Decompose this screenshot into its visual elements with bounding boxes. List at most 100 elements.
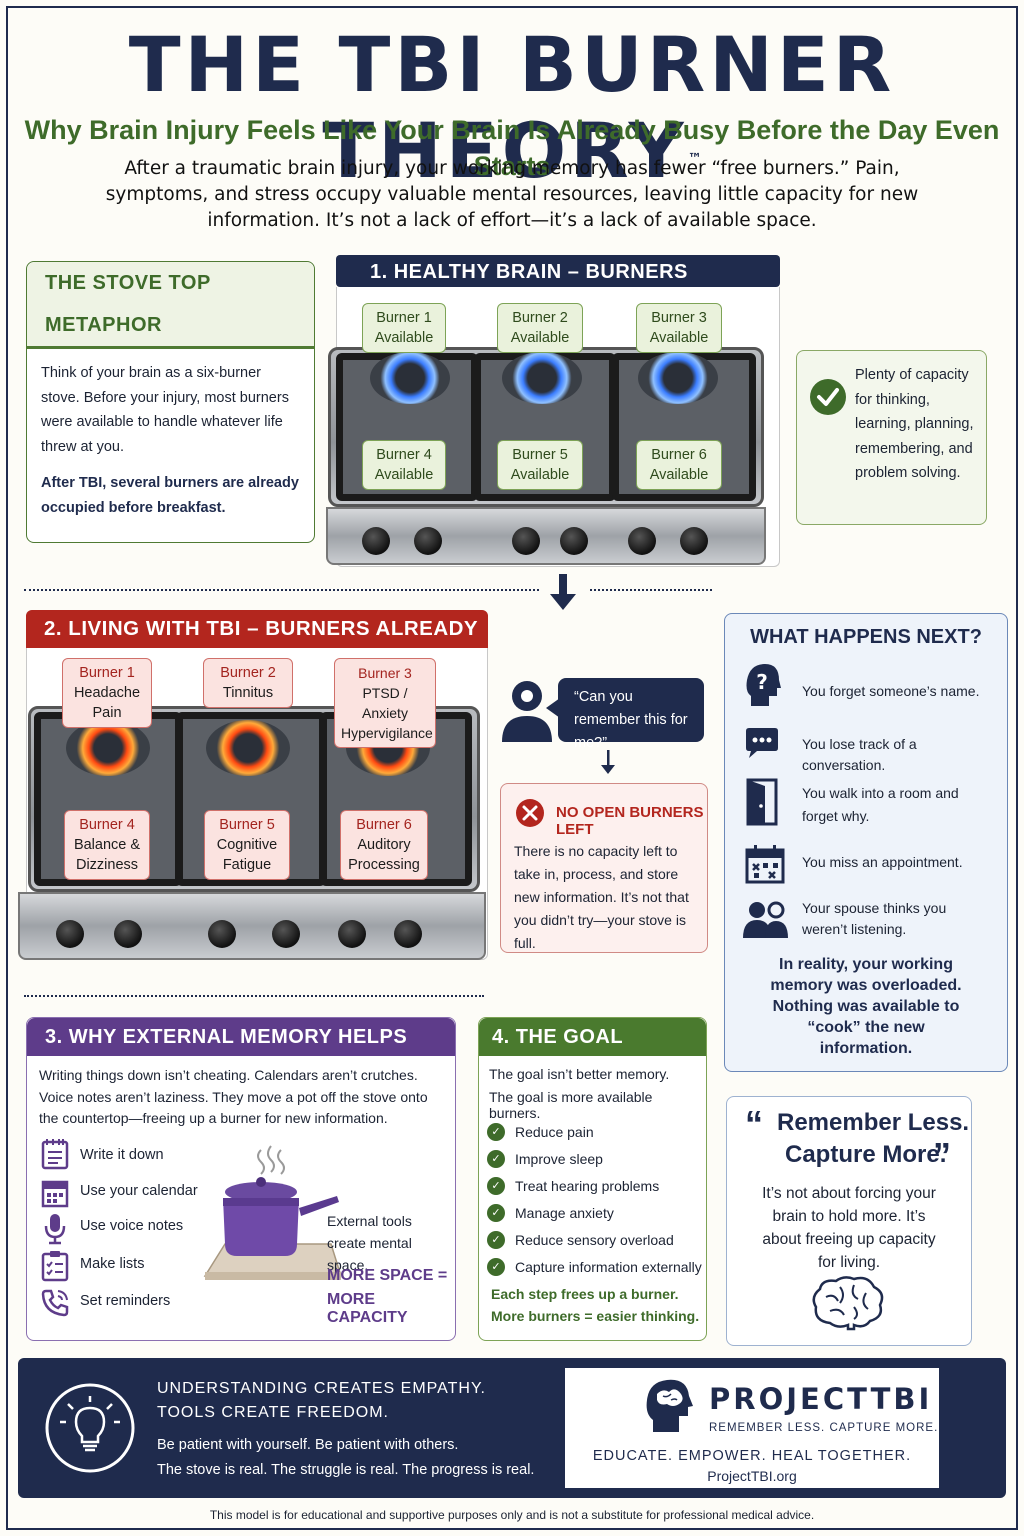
intro-text: After a traumatic brain injury, your wor… (105, 158, 919, 231)
x-circle-icon (516, 799, 544, 827)
quote-card: “ Remember Less. Capture More. ” It’s no… (726, 1096, 972, 1346)
notepad-icon (41, 1139, 69, 1170)
quote-body: It’s not about forcing your brain to hol… (762, 1185, 936, 1271)
phone-icon (41, 1289, 69, 1317)
healthy-flame-2 (502, 352, 582, 404)
no-burners-title: NO OPEN BURNERS LEFT (556, 804, 704, 838)
goal-footer-2: More burners = easier thinking. (491, 1308, 700, 1324)
divider-3 (24, 995, 484, 997)
external-tagline-2: MORE CAPACITY (327, 1291, 408, 1326)
goal-check-icon: ✓ (487, 1203, 505, 1222)
speech-tail (546, 698, 560, 718)
calendar-icon (41, 1180, 69, 1208)
checklist-icon (41, 1251, 69, 1282)
external-tagline-1: MORE SPACE = (327, 1267, 448, 1284)
page-subtitle: Why Brain Injury Feels Like Your Brain I… (24, 115, 1000, 181)
calendar-icon (745, 845, 785, 884)
goal-intro-2: The goal is more available burners. (489, 1089, 653, 1121)
metaphor-body: Think of your brain as a six-burner stov… (41, 365, 289, 455)
people-icon (743, 901, 788, 938)
goal-check-icon: ✓ (487, 1149, 505, 1168)
healthy-knob-1 (362, 527, 390, 555)
lightbulb-icon (45, 1383, 135, 1473)
external-heading: 3. WHY EXTERNAL MEMORY HELPS (27, 1018, 455, 1056)
next-item-2: You lose track of a conversation. (802, 736, 917, 773)
brand-box: PROJECTTBI REMEMBER LESS. CAPTURE MORE. … (565, 1368, 939, 1488)
brand-tagline: REMEMBER LESS. CAPTURE MORE. (709, 1422, 939, 1434)
down-arrow-small-icon (601, 750, 615, 774)
head-brain-logo-icon (646, 1379, 693, 1432)
goal-item-label: Treat hearing problems (515, 1177, 660, 1194)
page-frame (6, 6, 1018, 1530)
speech-text: “Can you remember this for me?” (574, 689, 688, 751)
down-arrow-icon (550, 574, 576, 610)
healthy-knob-5 (628, 527, 656, 555)
brand-motto: EDUCATE. EMPOWER. HEAL TOGETHER. (592, 1448, 912, 1464)
tbi-knob-6 (394, 920, 422, 948)
quote-open-mark: “ (745, 1103, 763, 1144)
next-item-3: You walk into a room and forget why. (802, 785, 959, 824)
goal-card: 4. THE GOAL The goal isn’t better memory… (478, 1017, 707, 1341)
tbi-knob-1 (56, 920, 84, 948)
goal-item: ✓Improve sleep (487, 1145, 704, 1172)
goal-item: ✓Reduce sensory overload (487, 1226, 704, 1253)
banner-line-2: TOOLS CREATE FREEDOM. (157, 1404, 389, 1421)
goal-check-icon: ✓ (487, 1230, 505, 1249)
divider-2 (590, 589, 712, 591)
healthy-knob-4 (560, 527, 588, 555)
checkmark-icon (810, 379, 846, 415)
goal-check-icon: ✓ (487, 1176, 505, 1195)
brand-url[interactable]: ProjectTBI.org (707, 1468, 797, 1484)
goal-intro-1: The goal isn’t better memory. (489, 1066, 670, 1082)
goal-list: ✓Reduce pain✓Improve sleep✓Treat hearing… (487, 1118, 704, 1280)
goal-item: ✓Reduce pain (487, 1118, 704, 1145)
tbi-heading-bar: 2. LIVING WITH TBI – BURNERS ALREADY FUL… (26, 610, 488, 678)
capacity-text: Plenty of capacity for thinking, learnin… (855, 367, 974, 481)
no-burners-card: NO OPEN BURNERS LEFT There is no capacit… (500, 783, 708, 953)
metaphor-heading: THE STOVE TOP METAPHOR (27, 262, 314, 349)
goal-item-label: Reduce pain (515, 1123, 594, 1140)
brain-icon (812, 1276, 884, 1331)
tbi-knob-2 (114, 920, 142, 948)
speech-bubble: “Can you remember this for me?” (558, 678, 704, 751)
person-icon (502, 681, 552, 742)
quote-line-1: Remember Less. (777, 1109, 970, 1136)
banner-line-1: UNDERSTANDING CREATES EMPATHY. (157, 1380, 486, 1397)
what-happens-heading: WHAT HAPPENS NEXT? (750, 626, 982, 648)
goal-item-label: Manage anxiety (515, 1204, 614, 1221)
goal-item: ✓ Manage anxiety (487, 1199, 704, 1226)
pot-caption: External tools create mental space. (327, 1213, 412, 1273)
tool-label-4: Make lists (80, 1256, 145, 1272)
quote-close-mark: ” (933, 1135, 951, 1176)
brand-name: PROJECTTBI (709, 1382, 933, 1416)
banner-line-4: The stove is real. The struggle is real.… (157, 1462, 535, 1478)
tbi-knob-3 (208, 920, 236, 948)
capacity-card: Plenty of capacity for thinking, learnin… (796, 350, 987, 525)
disclaimer: This model is for educational and suppor… (209, 1508, 815, 1522)
question-head-icon: ? (746, 664, 781, 706)
tbi-flame-1 (66, 720, 150, 776)
no-burners-body: There is no capacity left to take in, pr… (514, 843, 689, 951)
speech-bubble-icon (746, 728, 778, 758)
healthy-brain-section: 1. HEALTHY BRAIN – BURNERS AVAILABLE (336, 255, 780, 317)
quote-line-2: Capture More. (785, 1141, 947, 1168)
external-body: Writing things down isn’t cheating. Cale… (39, 1067, 428, 1126)
goal-footer-1: Each step frees up a burner. (491, 1286, 679, 1302)
external-memory-card: 3. WHY EXTERNAL MEMORY HELPS Writing thi… (26, 1017, 456, 1341)
tbi-knob-4 (272, 920, 300, 948)
next-item-4: You miss an appointment. (802, 854, 963, 870)
door-icon (746, 778, 778, 826)
svg-text:?: ? (756, 670, 768, 694)
goal-item: ✓Capture information externally (487, 1253, 704, 1280)
tool-label-5: Set reminders (80, 1293, 171, 1309)
